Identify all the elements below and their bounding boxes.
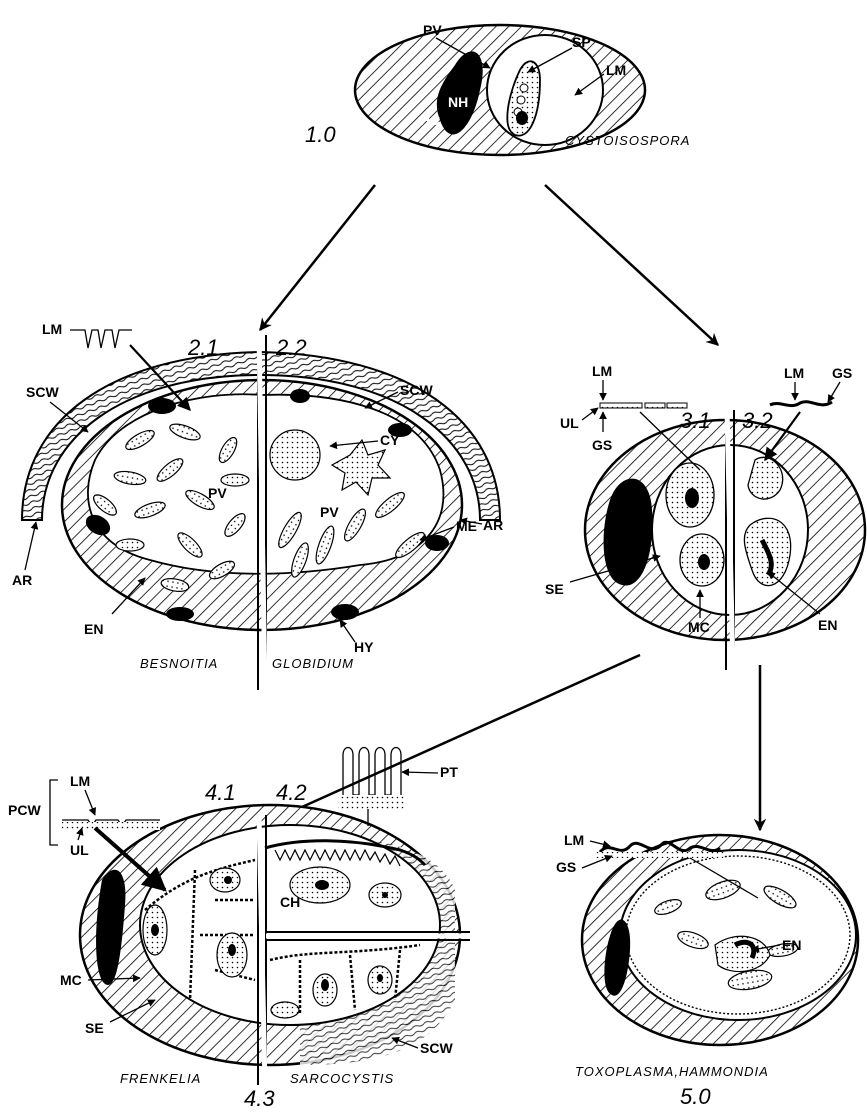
label-hy: HY <box>354 639 374 655</box>
label-ch: CH <box>280 894 300 910</box>
stage-number-4-2: 4.2 <box>276 780 307 805</box>
label-scw-right: SCW <box>400 382 433 398</box>
label-mc-3: MC <box>688 619 710 635</box>
label-pv-2: PV <box>208 485 227 501</box>
label-hc: HC <box>420 112 440 128</box>
label-pv: PV <box>423 22 442 38</box>
stage-number-2-1: 2.1 <box>187 335 219 360</box>
label-lm: LM <box>606 62 626 78</box>
parasitophorous-vacuole <box>487 35 603 145</box>
label-ul: UL <box>560 415 579 431</box>
label-lm-5: LM <box>564 832 584 848</box>
stage-number-4-1: 4.1 <box>205 780 236 805</box>
label-lm-3a: LM <box>592 363 612 379</box>
label-pcw: PCW <box>8 802 41 818</box>
genus-frenkelia: FRENKELIA <box>120 1071 201 1086</box>
label-ar-right: AR <box>483 517 503 533</box>
stage-4: LM PCW UL PT 4.1 4.2 CH MC SE SCW FRENKE… <box>8 748 470 1111</box>
stage-1-0: PV SP LM NH HC 1.0 CYSTOISOSPORA <box>305 22 690 155</box>
stage-number-1-0: 1.0 <box>305 122 336 147</box>
label-lm-3b: LM <box>784 365 804 381</box>
stage-number-5-0: 5.0 <box>680 1084 711 1109</box>
label-nh: NH <box>448 94 468 110</box>
label-lm-4: LM <box>70 773 90 789</box>
label-me: ME <box>456 518 477 534</box>
stage-5: LM GS EN TOXOPLASMA,HAMMONDIA 5.0 <box>556 832 858 1109</box>
label-pt: PT <box>440 764 458 780</box>
stage-number-3-1: 3.1 <box>680 408 711 433</box>
label-gs-5: GS <box>556 859 576 875</box>
genus-globidium: GLOBIDIUM <box>272 656 354 671</box>
label-en-3: EN <box>818 617 837 633</box>
stage-number-2-2: 2.2 <box>275 335 307 360</box>
label-gs-3a: GS <box>592 437 612 453</box>
label-pv-2b: PV <box>320 504 339 520</box>
label-gs-3b: GS <box>832 365 852 381</box>
stage-number-3-2: 3.2 <box>742 408 773 433</box>
label-mc-4: MC <box>60 972 82 988</box>
arrow-3-to-4 <box>262 655 640 825</box>
genus-sarcocystis: SARCOCYSTIS <box>290 1071 394 1086</box>
stage-number-4-3: 4.3 <box>244 1086 275 1110</box>
label-se-4: SE <box>85 1020 104 1036</box>
label-cy: CY <box>380 432 400 448</box>
genus-cystoisospora: CYSTOISOSPORA <box>565 133 690 148</box>
label-lm-2: LM <box>42 321 62 337</box>
genus-besnoitia: BESNOITIA <box>140 656 218 671</box>
label-sp: SP <box>572 34 591 50</box>
label-scw-4: SCW <box>420 1040 453 1056</box>
label-scw-left: SCW <box>26 384 59 400</box>
stage-3: LM UL GS 3.1 3.2 LM GS SE MC EN <box>545 363 865 670</box>
arrow-1-to-3 <box>545 185 718 345</box>
label-se-3: SE <box>545 581 564 597</box>
label-en-5: EN <box>782 937 801 953</box>
arrow-1-to-2 <box>260 185 375 330</box>
label-en-2: EN <box>84 621 103 637</box>
genus-toxoplasma-hammondia: TOXOPLASMA,HAMMONDIA <box>575 1064 769 1079</box>
label-ul-4: UL <box>70 842 89 858</box>
stage-2: LM 2.1 2.2 SCW SCW AR AR PV PV CY ME EN … <box>12 321 503 690</box>
label-ar-left: AR <box>12 572 32 588</box>
